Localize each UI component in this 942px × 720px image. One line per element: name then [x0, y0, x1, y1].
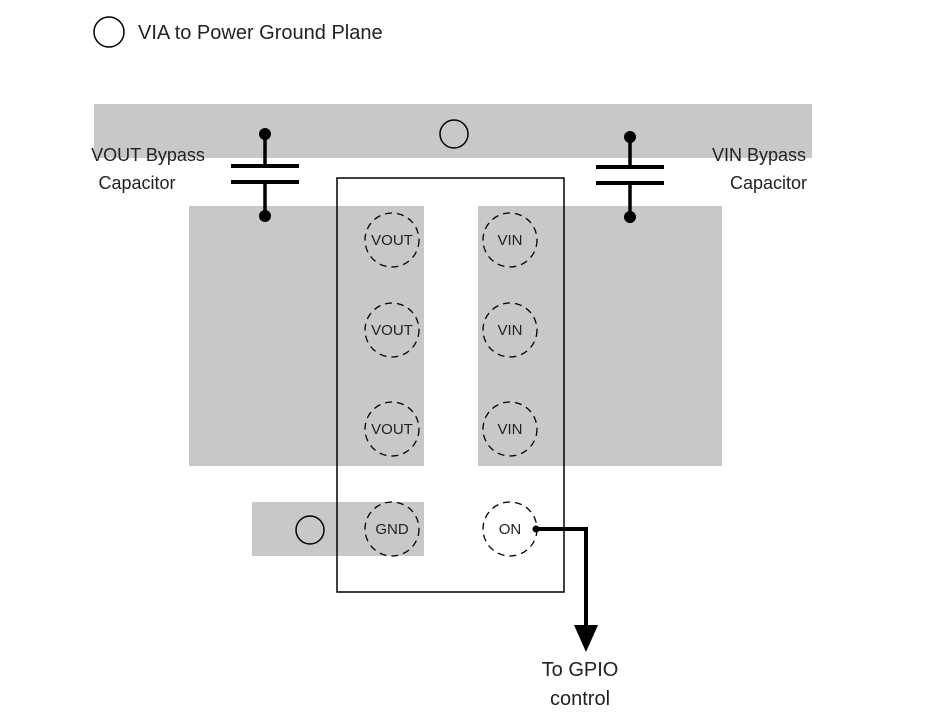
- pin-vin-1: VIN: [482, 212, 538, 268]
- svg-text:GND: GND: [375, 521, 409, 538]
- pin-vin-2: VIN: [482, 302, 538, 358]
- vin-cap-label-line2: Capacitor: [730, 173, 807, 193]
- pin-vin-3: VIN: [482, 401, 538, 457]
- legend-label: VIA to Power Ground Plane: [138, 22, 383, 44]
- pin-on: ON: [482, 501, 538, 557]
- top-via-icon: [439, 119, 469, 149]
- pin-vout-1: VOUT: [364, 212, 420, 268]
- vout-copper-plane: [189, 206, 424, 466]
- vin-cap-label-line1: VIN Bypass: [712, 145, 806, 165]
- vout-bypass-capacitor-symbol: [231, 128, 299, 222]
- pin-vout-2: VOUT: [364, 302, 420, 358]
- svg-text:VOUT: VOUT: [371, 322, 413, 339]
- gnd-copper-plane: [252, 502, 424, 556]
- pin-gnd: GND: [364, 501, 420, 557]
- gpio-label-line1: To GPIO: [542, 659, 619, 681]
- vin-copper-plane: [478, 206, 722, 466]
- svg-text:VIN: VIN: [497, 421, 522, 438]
- svg-text:VOUT: VOUT: [371, 232, 413, 249]
- ic-package-outline: [336, 177, 565, 593]
- ground-plane-top: [94, 104, 812, 158]
- vout-cap-label-line2: Capacitor: [98, 173, 175, 193]
- svg-text:VIN: VIN: [497, 232, 522, 249]
- svg-text:ON: ON: [499, 521, 522, 538]
- svg-text:VOUT: VOUT: [371, 421, 413, 438]
- legend-via-icon: [93, 16, 125, 48]
- pin-vout-3: VOUT: [364, 401, 420, 457]
- gpio-trace-arrow: [532, 525, 598, 652]
- vin-bypass-capacitor-symbol: [596, 131, 664, 223]
- gpio-label-line2: control: [550, 688, 610, 710]
- vout-cap-label-line1: VOUT Bypass: [91, 145, 205, 165]
- svg-text:VIN: VIN: [497, 322, 522, 339]
- gnd-via-icon: [295, 515, 325, 545]
